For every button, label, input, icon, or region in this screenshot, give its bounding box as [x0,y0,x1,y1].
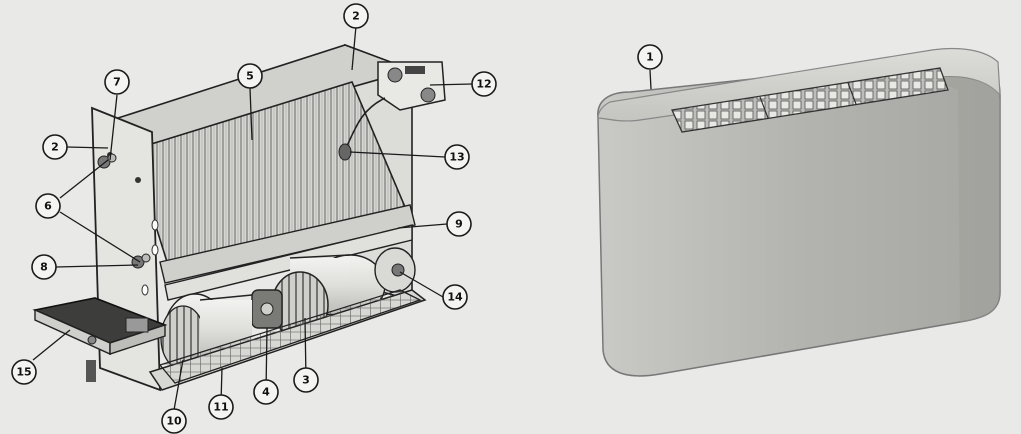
svg-text:5: 5 [246,70,254,83]
svg-text:11: 11 [213,401,228,414]
callout-12: 12 [471,71,497,97]
svg-text:7: 7 [113,76,121,89]
callout-2-left: 2 [42,134,68,160]
leader-lines [32,25,653,411]
svg-text:6: 6 [44,200,52,213]
svg-text:2: 2 [352,10,360,23]
svg-text:10: 10 [166,415,182,428]
callout-3: 3 [293,367,319,393]
svg-text:8: 8 [40,261,48,274]
callout-2-top: 2 [343,3,369,29]
svg-text:12: 12 [476,78,491,91]
svg-text:4: 4 [262,386,270,399]
cabinet-body [597,56,1001,377]
svg-text:9: 9 [455,218,463,231]
air-filter [158,289,422,384]
callout-11: 11 [208,394,234,420]
callout-10: 10 [161,408,187,434]
callout-5: 5 [237,63,263,89]
svg-text:13: 13 [449,151,464,164]
callout-9: 9 [446,211,472,237]
cabinet-unit-illustration [597,47,1001,377]
condensate-tray [159,204,416,284]
air-outlet-grille [671,67,949,133]
open-unit-illustration [32,43,446,392]
callout-14: 14 [442,284,468,310]
callout-8: 8 [31,254,57,280]
svg-text:14: 14 [447,291,463,304]
callout-15: 15 [11,359,37,385]
callout-4: 4 [253,379,279,405]
callout-6: 6 [35,193,61,219]
svg-text:15: 15 [16,366,31,379]
callout-1: 1 [637,44,663,70]
svg-text:1: 1 [646,51,654,64]
callout-7: 7 [104,69,130,95]
callout-13: 13 [444,144,470,170]
svg-text:2: 2 [51,141,59,154]
svg-text:3: 3 [302,374,310,387]
